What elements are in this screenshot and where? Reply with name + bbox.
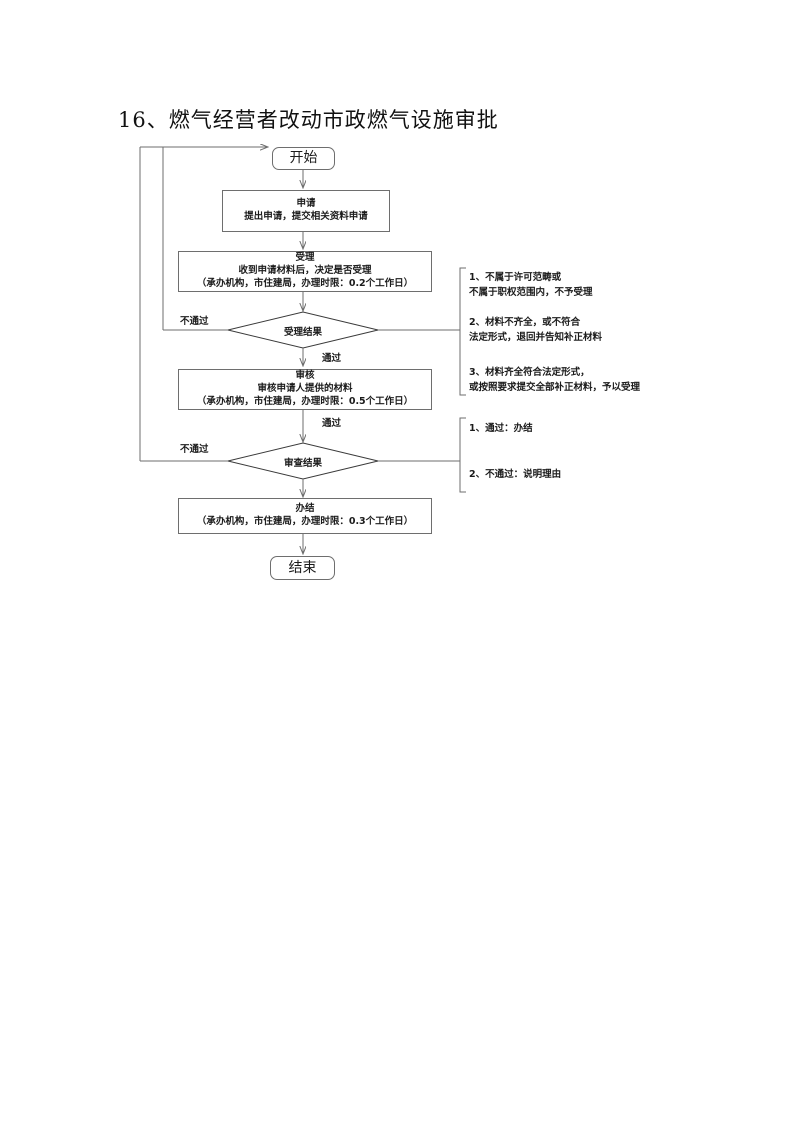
node-end[interactable]: 结束 (270, 556, 335, 580)
annotation-accept-2: 2、材料不齐全，或不符合 法定形式，退回并告知补正材料 (469, 316, 602, 345)
node-review-decision[interactable]: 审查结果 (253, 455, 353, 469)
node-accept-meta: （承办机构，市住建局，办理时限：0.2个工作日） (196, 277, 414, 289)
node-apply[interactable]: 申请 提出申请，提交相关资料申请 (222, 190, 390, 232)
annotation-accept-3-line-2: 或按照要求提交全部补正材料，予以受理 (469, 381, 641, 393)
node-review-meta: （承办机构，市住建局，办理时限：0.5个工作日） (196, 395, 414, 407)
edge-label-review-pass: 通过 (322, 418, 342, 429)
annotation-review-1: 1、通过：办结 (469, 422, 533, 437)
node-start-label: 开始 (289, 150, 318, 167)
annotation-review-1-line-1: 1、通过：办结 (469, 423, 533, 434)
annotation-review-2: 2、不通过：说明理由 (469, 468, 561, 483)
annotation-accept-1-line-1: 1、不属于许可范畴或 (469, 272, 562, 283)
annotation-accept-3: 3、材料齐全符合法定形式， 或按照要求提交全部补正材料，予以受理 (469, 366, 640, 395)
edge-label-accept-pass: 通过 (322, 353, 342, 364)
node-finish[interactable]: 办结 （承办机构，市住建局，办理时限：0.3个工作日） (178, 498, 432, 534)
node-accept-decision[interactable]: 受理结果 (253, 324, 353, 338)
edge-label-review-fail: 不通过 (180, 444, 209, 455)
annotation-accept-2-line-1: 2、材料不齐全，或不符合 (469, 317, 581, 328)
node-review-desc: 审核申请人提供的材料 (257, 383, 353, 395)
node-start[interactable]: 开始 (272, 147, 335, 170)
flowchart: 开始 申请 提出申请，提交相关资料申请 受理 收到申请材料后，决定是否受理 （承… (139, 0, 640, 620)
node-review-decision-label: 审查结果 (283, 458, 322, 469)
edge-label-accept-fail: 不通过 (180, 316, 209, 327)
page-title: 16、燃气经营者改动市政燃气设施审批 (118, 108, 499, 132)
node-review-title: 审核 (295, 370, 315, 382)
node-accept-desc: 收到申请材料后，决定是否受理 (238, 265, 372, 277)
node-accept[interactable]: 受理 收到申请材料后，决定是否受理 （承办机构，市住建局，办理时限：0.2个工作… (178, 251, 432, 292)
annotation-accept-1: 1、不属于许可范畴或 不属于职权范围内，不予受理 (469, 271, 593, 300)
annotation-accept-3-line-1: 3、材料齐全符合法定形式， (469, 367, 590, 378)
flowchart-connectors (139, 0, 466, 620)
annotation-accept-1-line-2: 不属于职权范围内，不予受理 (469, 286, 593, 298)
node-apply-title: 申请 (296, 198, 316, 210)
node-end-label: 结束 (288, 559, 317, 576)
node-apply-desc: 提出申请，提交相关资料申请 (244, 211, 368, 222)
node-accept-decision-label: 受理结果 (283, 327, 322, 338)
node-finish-title: 办结 (295, 503, 315, 515)
annotation-accept-2-line-2: 法定形式，退回并告知补正材料 (469, 331, 603, 343)
annotation-review-2-line-1: 2、不通过：说明理由 (469, 469, 562, 480)
node-accept-title: 受理 (295, 252, 315, 264)
node-review[interactable]: 审核 审核申请人提供的材料 （承办机构，市住建局，办理时限：0.5个工作日） (178, 369, 432, 410)
node-finish-meta: （承办机构，市住建局，办理时限：0.3个工作日） (196, 516, 414, 527)
